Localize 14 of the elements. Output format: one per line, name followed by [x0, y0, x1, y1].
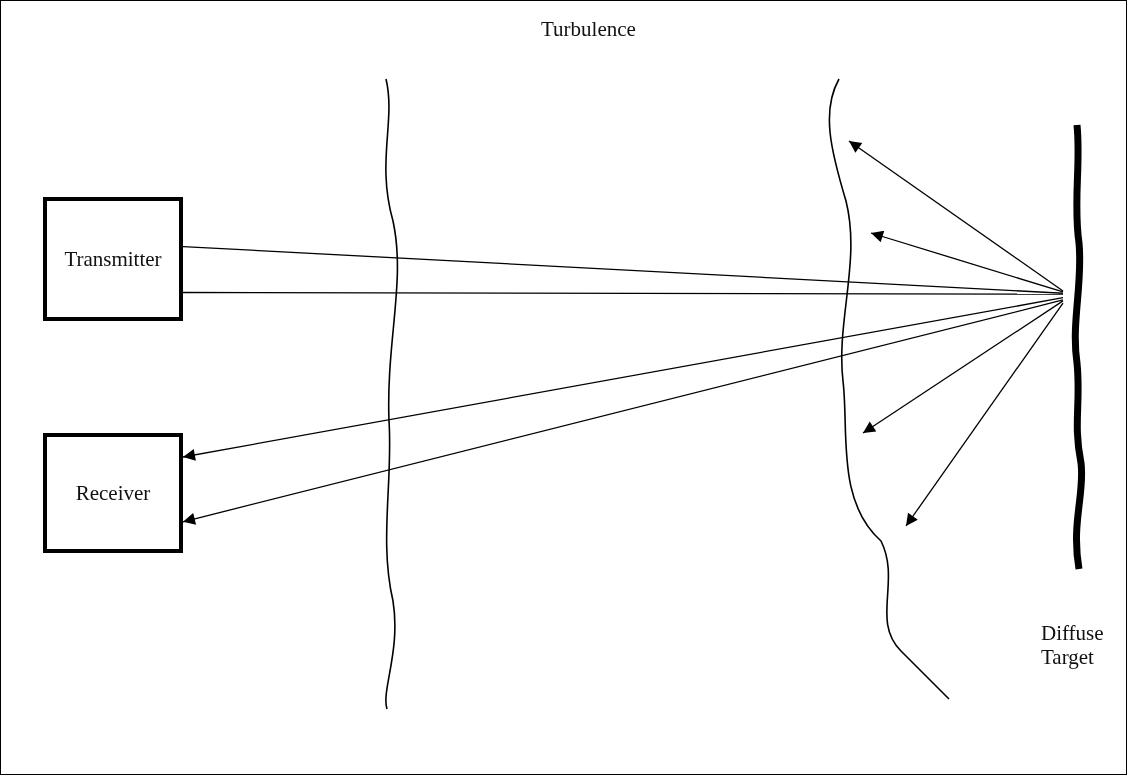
beam-line	[182, 245, 1064, 294]
target-label: Diffuse Target	[1041, 621, 1105, 669]
box-label: Transmitter	[64, 246, 162, 272]
arrow	[182, 299, 1064, 525]
device-box	[43, 197, 183, 321]
arrow	[182, 297, 1064, 461]
arrow	[848, 140, 1064, 292]
beam-line	[182, 291, 1064, 295]
arrow	[862, 300, 1064, 434]
box-label: Receiver	[75, 480, 151, 506]
arrow	[870, 230, 1064, 293]
region-label: Turbulence	[541, 17, 636, 42]
device-box	[43, 433, 183, 553]
arrow	[905, 302, 1064, 527]
